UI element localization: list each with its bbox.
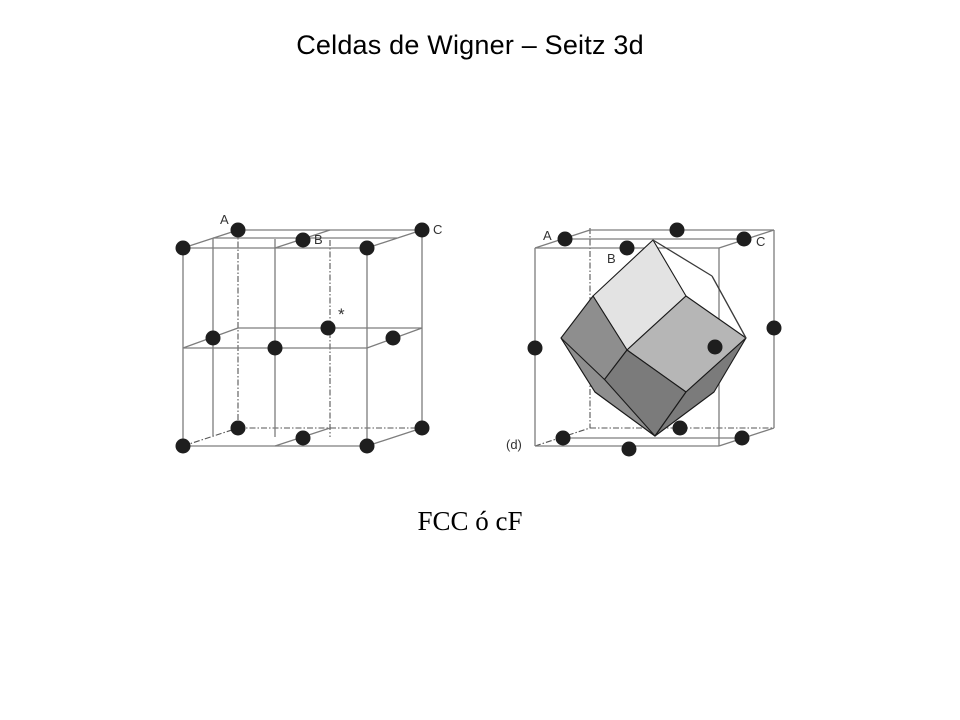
label-b: B bbox=[607, 251, 616, 266]
atom bbox=[669, 222, 685, 238]
atom bbox=[557, 231, 573, 247]
atom bbox=[414, 222, 430, 238]
atom bbox=[414, 420, 430, 436]
label-b: B bbox=[314, 232, 323, 247]
atom bbox=[359, 240, 375, 256]
fcc-conventional-cell: A B C * bbox=[175, 212, 442, 454]
label-d: (d) bbox=[506, 437, 522, 452]
atom bbox=[230, 222, 246, 238]
label-c: C bbox=[433, 222, 442, 237]
atom bbox=[736, 231, 752, 247]
atom bbox=[320, 320, 336, 336]
atom bbox=[619, 240, 635, 256]
lattice-atoms bbox=[527, 222, 782, 457]
label-c: C bbox=[756, 234, 765, 249]
atom bbox=[555, 430, 571, 446]
face-right-lower bbox=[654, 337, 747, 437]
atom bbox=[205, 330, 221, 346]
atom bbox=[707, 339, 723, 355]
atom bbox=[267, 340, 283, 356]
atom bbox=[734, 430, 750, 446]
atom bbox=[359, 438, 375, 454]
atom bbox=[175, 438, 191, 454]
polyhedron bbox=[560, 239, 747, 437]
atom bbox=[672, 420, 688, 436]
atom bbox=[766, 320, 782, 336]
lattice-atoms bbox=[175, 222, 430, 454]
label-a: A bbox=[220, 212, 229, 227]
label-star: * bbox=[338, 305, 345, 324]
wigner-seitz-rhombic-dodecahedron: A B C (d) bbox=[506, 222, 782, 457]
slide-caption: FCC ó cF bbox=[417, 506, 523, 536]
atom bbox=[385, 330, 401, 346]
slide-title: Celdas de Wigner – Seitz 3d bbox=[296, 30, 644, 60]
atom bbox=[230, 420, 246, 436]
atom bbox=[295, 430, 311, 446]
atom bbox=[295, 232, 311, 248]
label-a: A bbox=[543, 228, 552, 243]
atom bbox=[175, 240, 191, 256]
atom bbox=[527, 340, 543, 356]
hidden-edge bbox=[182, 427, 239, 447]
atom bbox=[621, 441, 637, 457]
